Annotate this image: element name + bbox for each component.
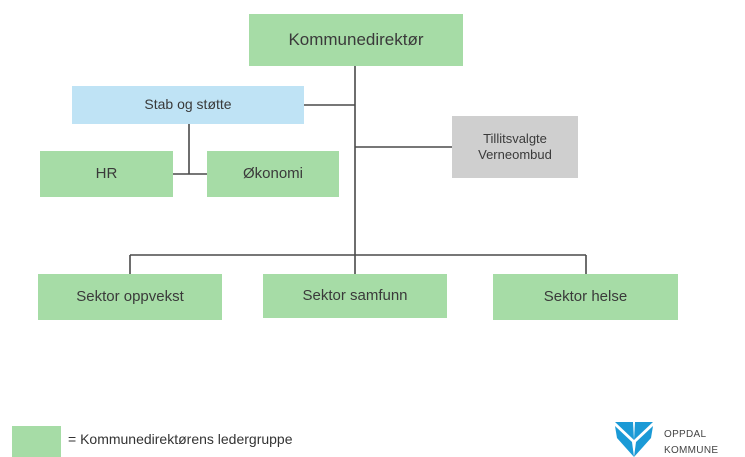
node-tillitsvalgte-verneombud: Tillitsvalgte Verneombud — [452, 116, 578, 178]
node-label: Økonomi — [242, 164, 304, 182]
node-label: Sektor helse — [543, 287, 628, 305]
logo-text-line1: OPPDAL — [664, 429, 707, 440]
node-stab-og-stotte: Stab og støtte — [72, 86, 304, 124]
legend-swatch — [12, 426, 61, 457]
node-sektor-samfunn: Sektor samfunn — [263, 274, 447, 318]
node-hr: HR — [40, 151, 173, 197]
node-label: Sektor oppvekst — [76, 287, 184, 305]
legend-label: = Kommunedirektørens ledergruppe — [68, 431, 293, 447]
logo-text-line2: KOMMUNE — [664, 445, 719, 456]
node-sektor-oppvekst: Sektor oppvekst — [38, 274, 222, 320]
node-sektor-helse: Sektor helse — [493, 274, 678, 320]
node-label: Sektor samfunn — [302, 286, 408, 304]
node-label: Kommunedirektør — [288, 30, 424, 50]
node-label: Stab og støtte — [144, 96, 232, 113]
node-kommunedirektor: Kommunedirektør — [249, 14, 463, 66]
node-label: HR — [95, 164, 118, 182]
oppdal-kommune-logo-icon — [615, 422, 653, 457]
node-okonomi: Økonomi — [207, 151, 339, 197]
node-label: Tillitsvalgte Verneombud — [478, 130, 552, 162]
